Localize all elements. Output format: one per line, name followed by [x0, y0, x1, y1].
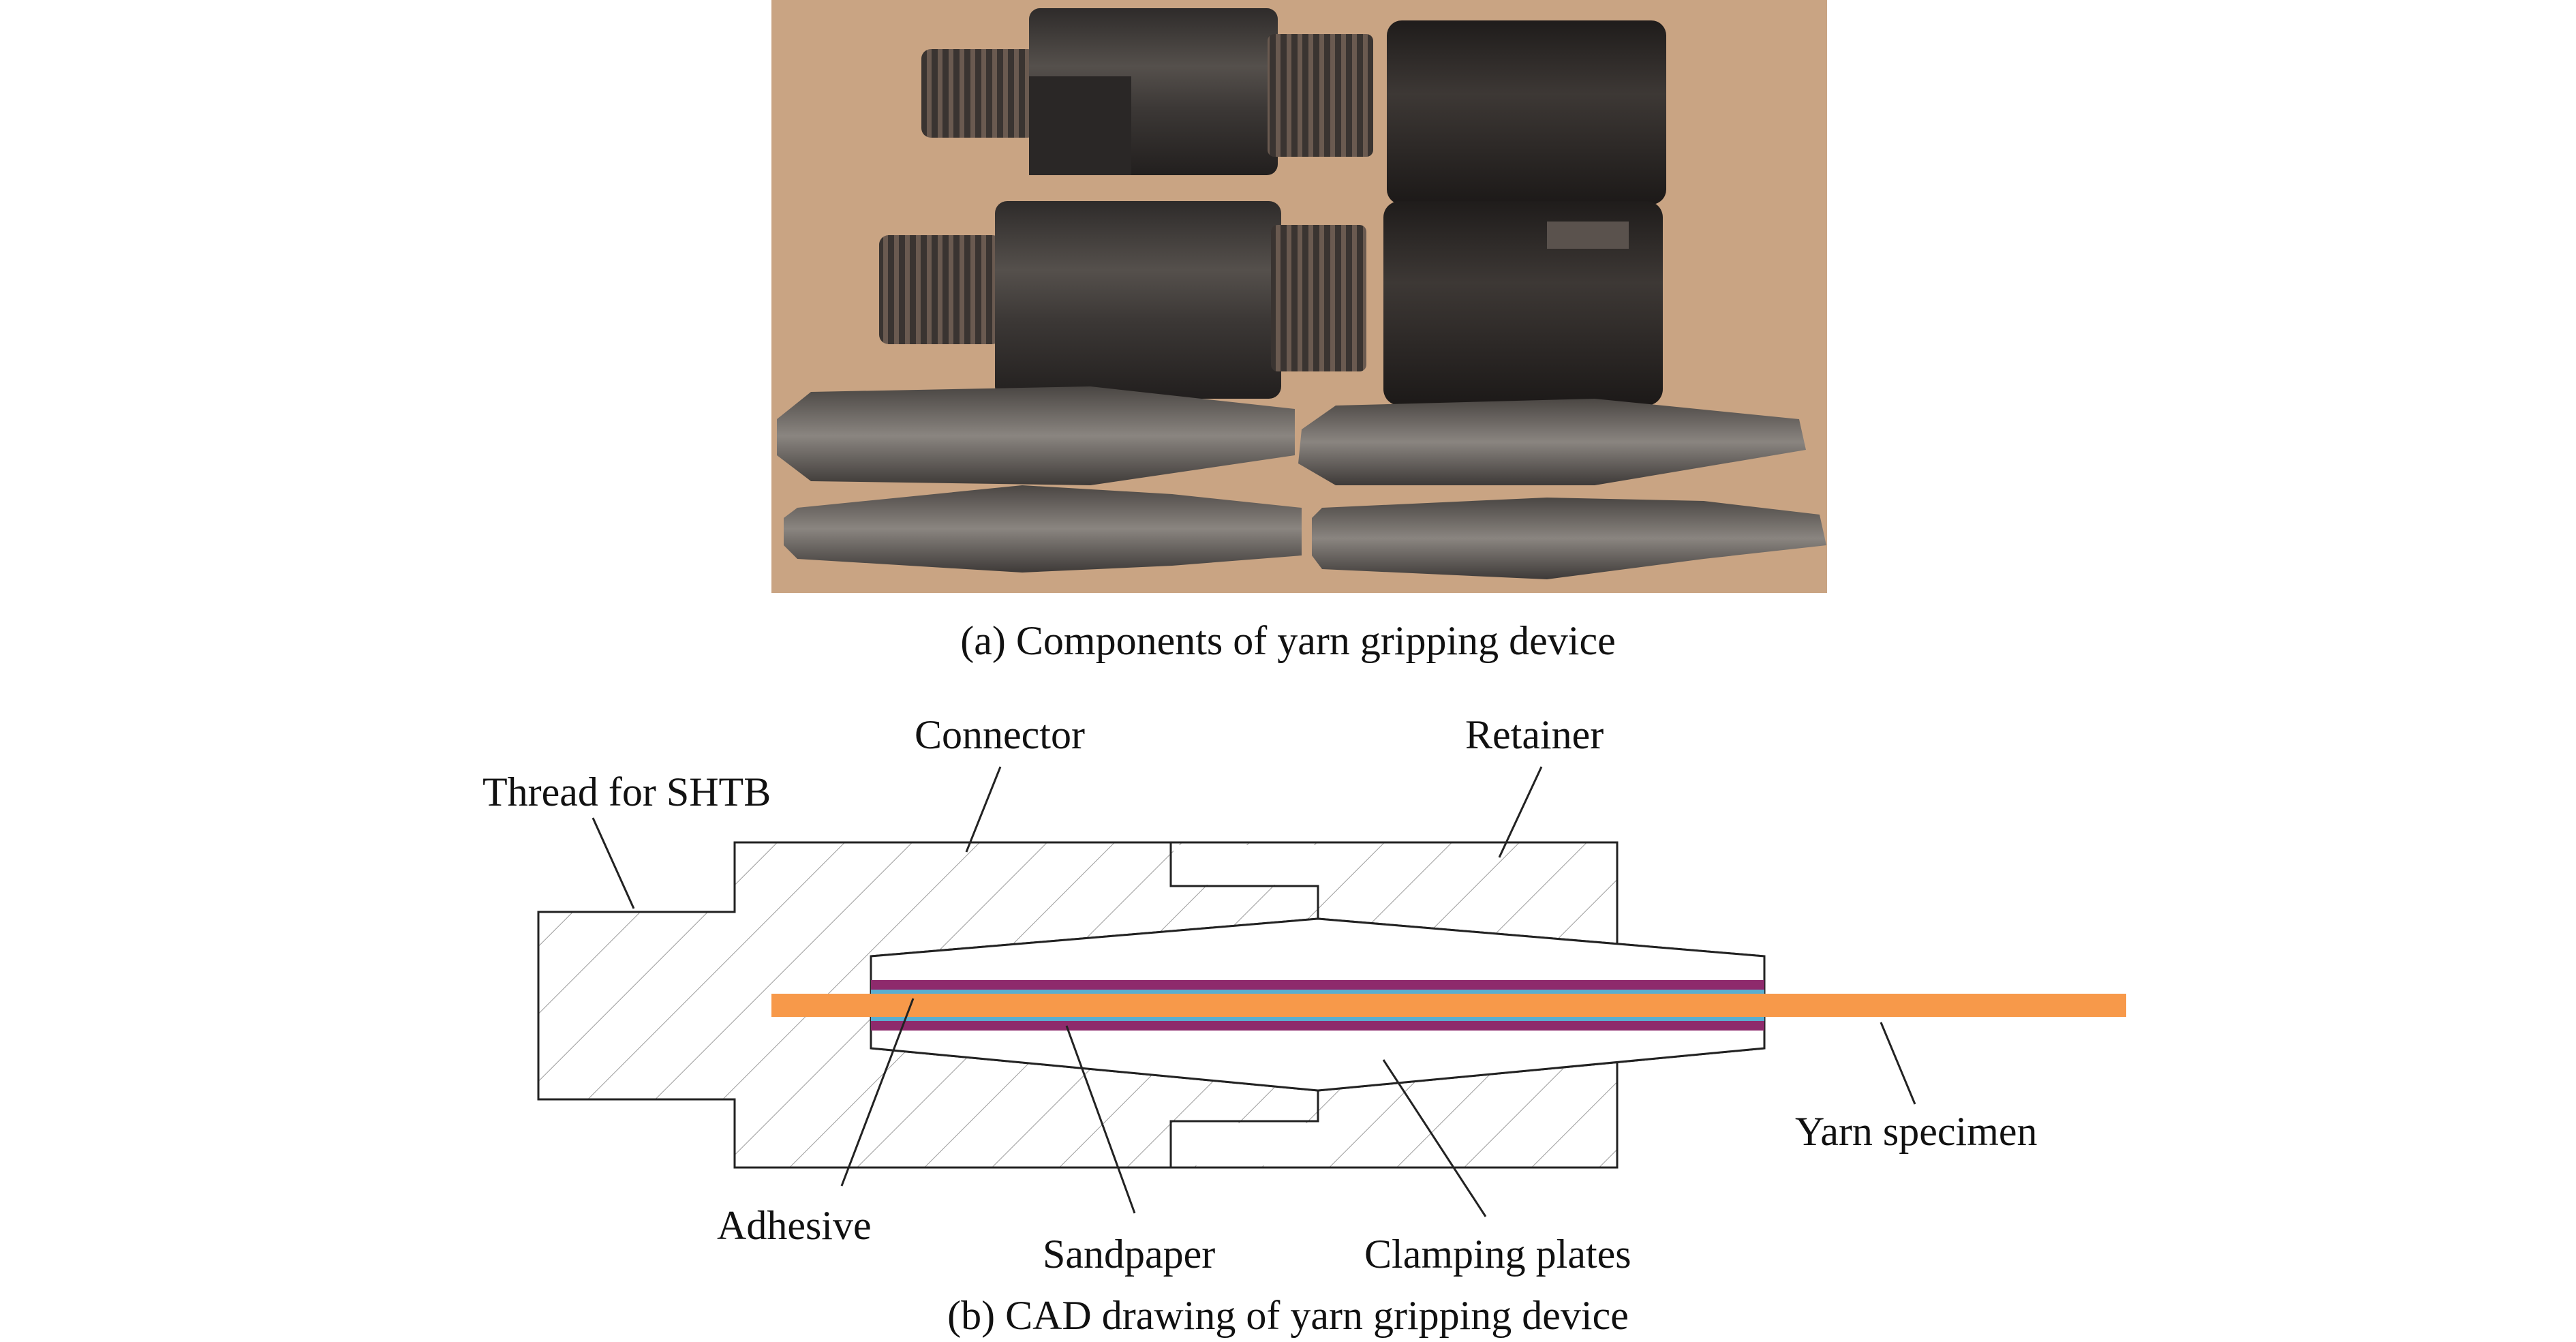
adhesive-top	[871, 990, 1764, 994]
photo-panel	[771, 0, 1827, 593]
retainer-bottom	[1383, 201, 1663, 406]
clamping-plate-upper-right	[1298, 399, 1806, 485]
label-thread: Thread for SHTB	[482, 769, 771, 814]
label-retainer: Retainer	[1465, 712, 1604, 757]
adhesive-bottom	[871, 1017, 1764, 1021]
connector-bottom	[879, 201, 1366, 399]
retainer-top	[1387, 20, 1666, 204]
leader-yarn	[1880, 1022, 1916, 1105]
leader-connector	[965, 766, 1002, 853]
clamping-plate-upper-left	[777, 386, 1295, 485]
leader-thread	[592, 817, 635, 909]
joint-gap-top	[1174, 845, 1317, 885]
leader-clamping	[1382, 1059, 1487, 1217]
label-yarn-specimen: Yarn specimen	[1795, 1109, 2038, 1154]
sandpaper-bottom	[871, 1021, 1764, 1031]
connector-top	[921, 8, 1373, 175]
photo-caption: (a) Components of yarn gripping device	[960, 618, 1615, 663]
leader-retainer	[1498, 766, 1543, 858]
leader-sandpaper	[1065, 1025, 1136, 1214]
clamping-plate-lower-right	[1312, 498, 1826, 579]
clamping-plate-lower-left	[784, 485, 1302, 573]
cad-caption: (b) CAD drawing of yarn gripping device	[947, 1293, 1629, 1338]
cad-drawing: Connector Retainer Thread for SHTB Yarn …	[482, 712, 2126, 1277]
label-adhesive: Adhesive	[717, 1203, 872, 1248]
sandpaper-top	[871, 980, 1764, 990]
label-sandpaper: Sandpaper	[1043, 1232, 1215, 1277]
label-clamping-plates: Clamping plates	[1364, 1232, 1631, 1277]
leader-adhesive	[840, 998, 915, 1187]
joint-gap-bottom	[1174, 1123, 1317, 1165]
label-connector: Connector	[915, 712, 1085, 757]
